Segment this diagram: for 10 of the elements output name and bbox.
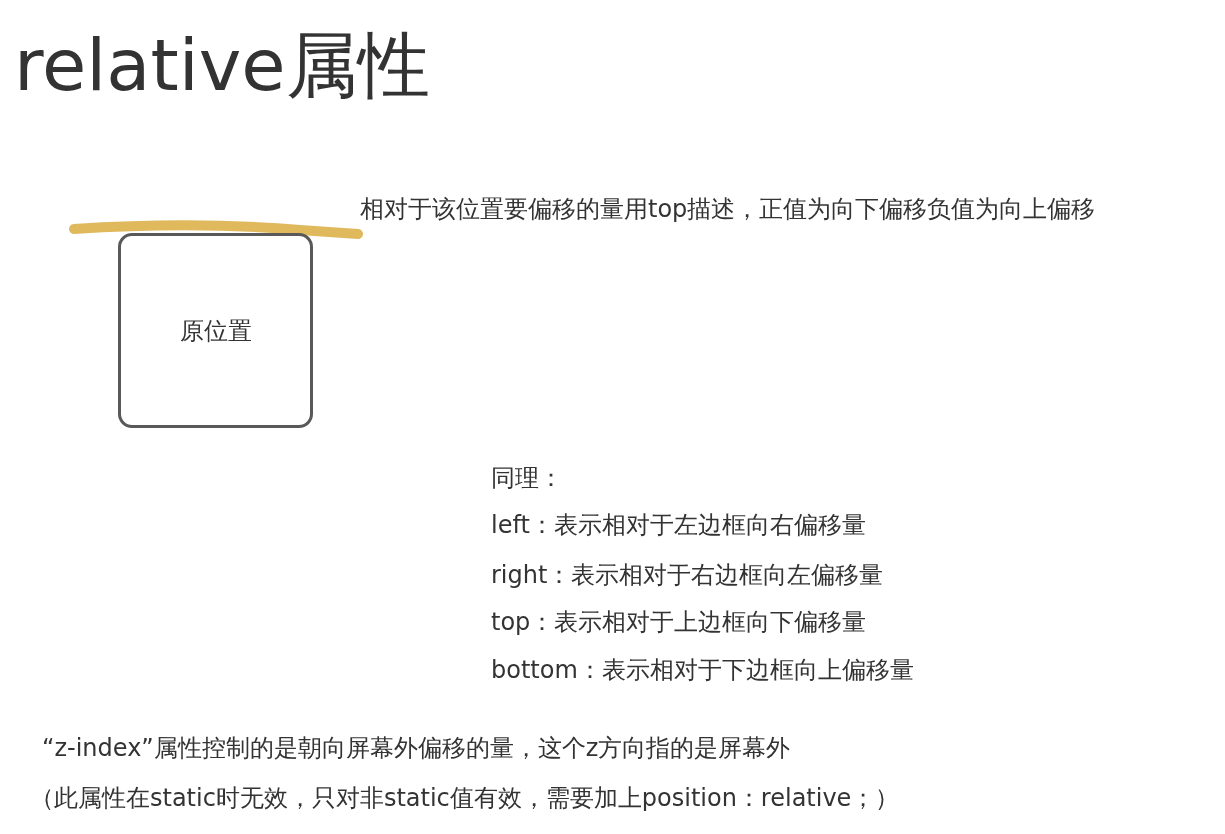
text-line: “z-index”属性控制的是朝向屏幕外偏移的量，这个z方向指的是屏幕外 [42, 733, 791, 764]
text-line: right：表示相对于右边框向左偏移量 [491, 560, 884, 591]
text-line: top：表示相对于上边框向下偏移量 [491, 607, 867, 638]
text-line: bottom：表示相对于下边框向上偏移量 [491, 655, 914, 686]
position-box: 原位置 [118, 233, 313, 428]
text-line: left：表示相对于左边框向右偏移量 [491, 510, 866, 541]
text-line: （此属性在static时无效，只对非static值有效，需要加上position：relative；） [30, 783, 900, 814]
text-line: 同理： [491, 463, 563, 494]
title: relative属性 [14, 22, 430, 109]
text-line: 相对于该位置要偏移的量用top描述，正值为向下偏移负值为向上偏移 [360, 194, 1096, 225]
